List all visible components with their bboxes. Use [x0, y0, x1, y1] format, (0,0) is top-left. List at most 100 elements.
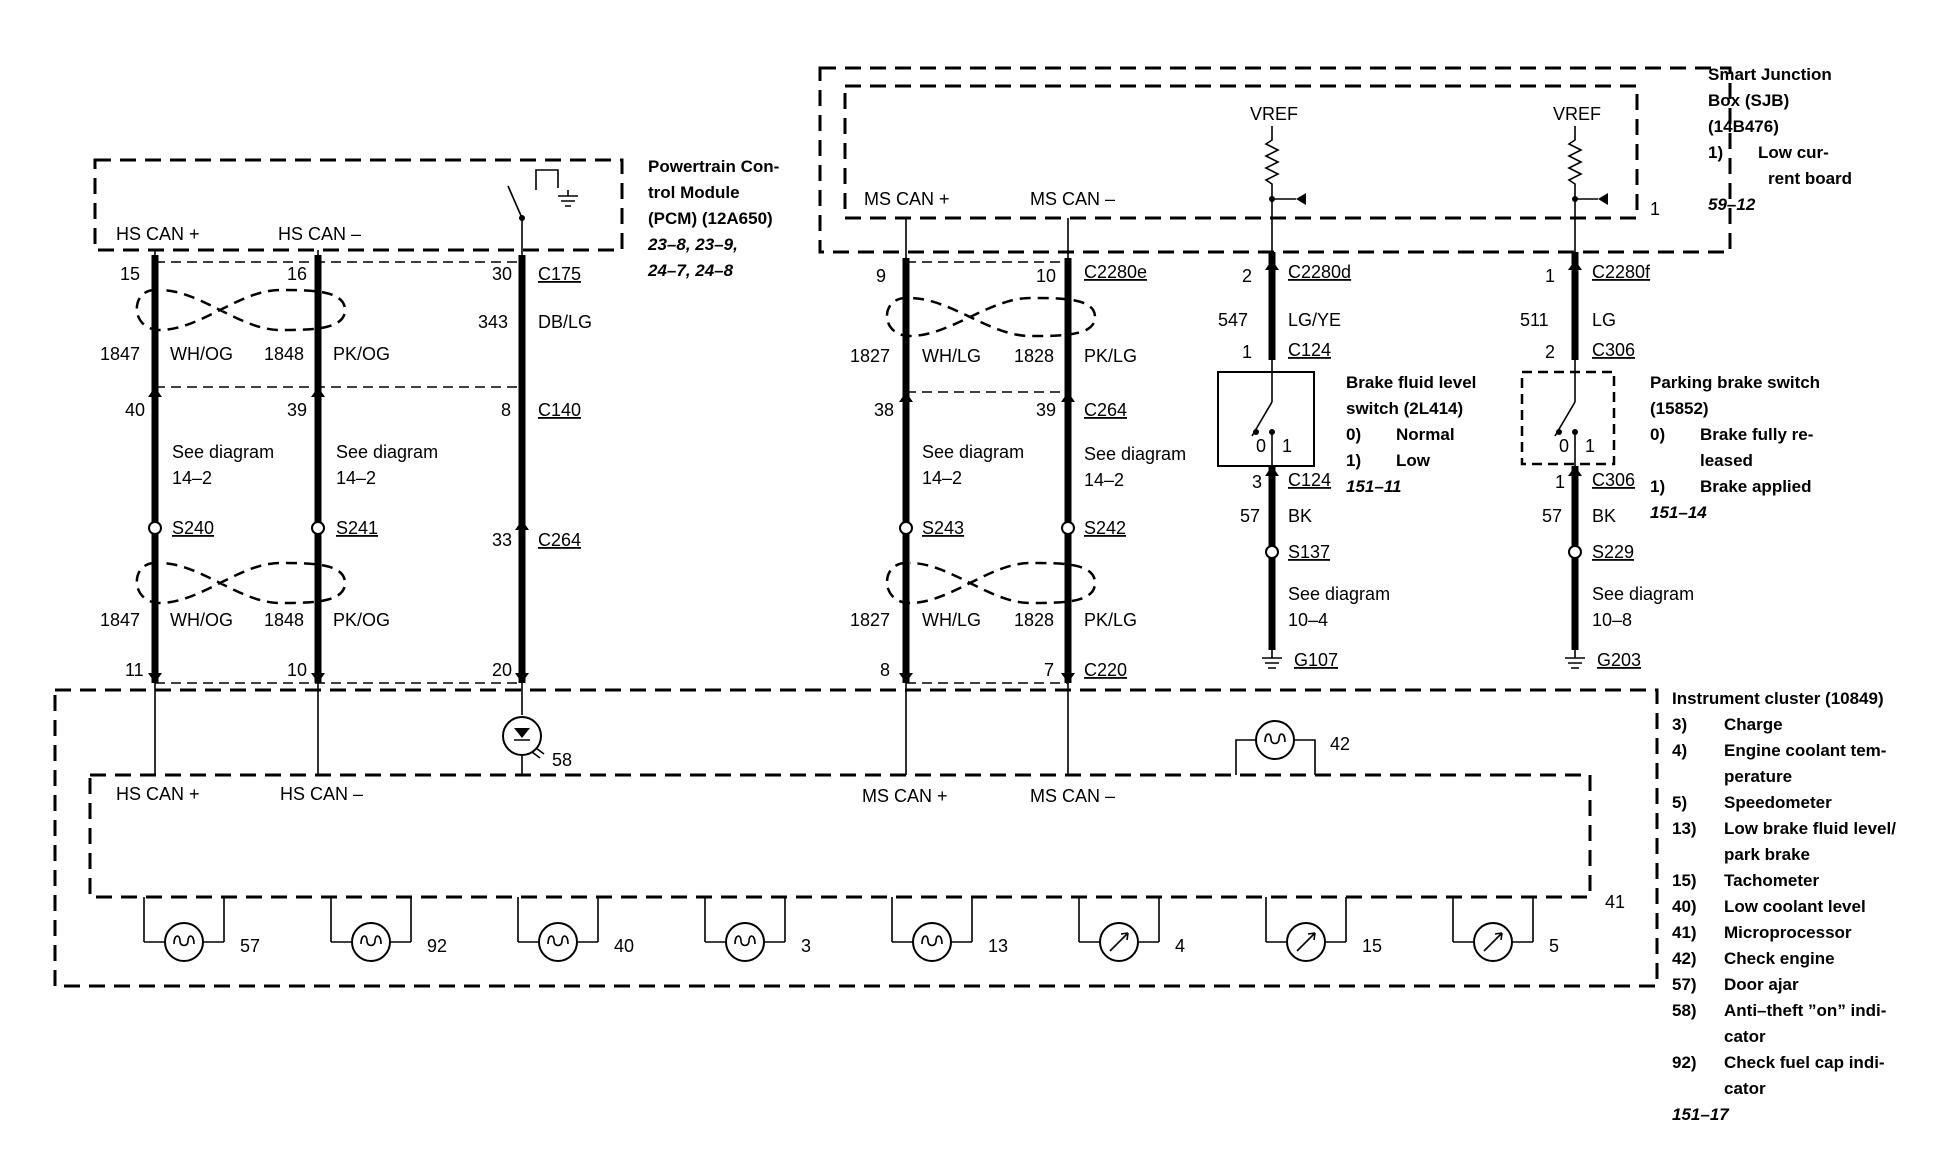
anti-theft-circuit: 30 C175 343 DB/LG 8 C140 33 C264 20 58 [478, 218, 592, 775]
legend-num: 41) [1672, 923, 1697, 942]
indicator-num: 92 [427, 936, 447, 956]
hs-see-diagram-plus-ref: 14–2 [172, 468, 212, 488]
hs-circuit-1848-lower: 1848 [264, 610, 304, 630]
legend-text: Engine coolant tem- [1724, 741, 1886, 760]
lamp-icon [538, 922, 578, 962]
hs-c140-terminal-icon [148, 387, 325, 397]
bf-contact-0 [1253, 429, 1259, 435]
sjb-title-1: Smart Junction [1708, 65, 1832, 84]
cluster-legend: Instrument cluster (10849) 3)Charge4)Eng… [1672, 689, 1896, 1124]
legend-text: cator [1724, 1079, 1766, 1098]
legend-text: Tachometer [1724, 871, 1819, 890]
cluster-microprocessor-num: 41 [1605, 892, 1625, 912]
bf-c2280d-terminal-icon [1265, 260, 1279, 270]
theft-pin-8: 8 [501, 400, 511, 420]
ms-color-pk-lg-lower: PK/LG [1084, 610, 1137, 630]
ms-splice-s243: S243 [922, 518, 964, 538]
ms-conn-c220: C220 [1084, 660, 1127, 680]
indicator-num: 3 [801, 936, 811, 956]
indicator-num: 13 [988, 936, 1008, 956]
vref-right-label: VREF [1553, 104, 1601, 124]
pb-conn-c2280f: C2280f [1592, 262, 1651, 282]
pb-circuit-57: 57 [1542, 506, 1562, 526]
cluster-outer-box [53, 688, 1659, 988]
ms-twisted-pair-lower [885, 561, 1097, 605]
pb-ref: 151–14 [1650, 503, 1707, 522]
pb-splice-s229: S229 [1592, 542, 1634, 562]
pcm-switch-ground-lead [535, 169, 559, 190]
sjb-item-num: 1) [1708, 143, 1723, 162]
bf-color-bk: BK [1288, 506, 1312, 526]
ms-can-stubs-top [905, 218, 1069, 258]
lamp-filament-icon [921, 935, 943, 947]
pb-pin-2: 2 [1545, 342, 1555, 362]
legend-num: 40) [1672, 897, 1697, 916]
ms-can-harness: 9 10 C2280e 1827 WH/LG 1828 PK/LG 38 39 … [850, 218, 1186, 775]
hs-splice-s240: S240 [172, 518, 214, 538]
hs-circuit-1848: 1848 [264, 344, 304, 364]
bf-switch-0: 0 [1256, 436, 1266, 456]
pcm-ref-2: 24–7, 24–8 [647, 261, 734, 280]
pb-switch-1: 1 [1585, 436, 1595, 456]
hs-circuit-1847: 1847 [100, 344, 140, 364]
ms-can-stubs-bottom [905, 683, 1069, 775]
pcm-hs-can-plus: HS CAN + [116, 224, 200, 244]
hs-pin-39: 39 [287, 400, 307, 420]
bf-conn-c124: C124 [1288, 470, 1331, 490]
theft-pin-33: 33 [492, 530, 512, 550]
lamp-filament-icon [360, 935, 382, 947]
pb-see-diagram-ref: 10–8 [1592, 610, 1632, 630]
indicator-num: 5 [1549, 936, 1559, 956]
bf-circuit-547: 547 [1218, 310, 1248, 330]
hs-see-diagram-minus: See diagram [336, 442, 438, 462]
hs-see-diagram-minus-ref: 14–2 [336, 468, 376, 488]
vref-left-arrow-icon [1296, 193, 1306, 205]
bf-ground-g107: G107 [1294, 650, 1338, 670]
pb-state-0-text-1: Brake fully re- [1700, 425, 1813, 444]
splice-s137 [1265, 545, 1279, 559]
theft-item-58: 58 [552, 750, 572, 770]
hs-circuit-1847-lower: 1847 [100, 610, 140, 630]
lamp-icon [912, 922, 952, 962]
bf-splice-s137: S137 [1288, 542, 1330, 562]
indicator-57: 57 [143, 897, 260, 962]
legend-num: 15) [1672, 871, 1697, 890]
pcm-title-3: (PCM) (12A650) [648, 209, 773, 228]
hs-color-wh-og: WH/OG [170, 344, 233, 364]
legend-text: Anti–theft ”on” indi- [1724, 1001, 1886, 1020]
hs-splice-s241: S241 [336, 518, 378, 538]
cluster-ms-can-minus: MS CAN – [1030, 786, 1115, 806]
ms-conn-c2280e: C2280e [1084, 262, 1147, 282]
pb-color-lg: LG [1592, 310, 1616, 330]
legend-text: Check fuel cap indi- [1724, 1053, 1885, 1072]
theft-color-db-lg: DB/LG [538, 312, 592, 332]
ms-see-diagram-plus: See diagram [922, 442, 1024, 462]
sjb-ms-can-plus: MS CAN + [864, 189, 950, 209]
hs-color-pk-og: PK/OG [333, 344, 390, 364]
splice-s240 [148, 521, 162, 535]
ms-pin-9: 9 [876, 266, 886, 286]
pcm-hs-can-minus: HS CAN – [278, 224, 361, 244]
led-rays-icon [514, 739, 545, 759]
ms-splice-s242: S242 [1084, 518, 1126, 538]
instrument-cluster: HS CAN + HS CAN – MS CAN + MS CAN – 41 4… [53, 688, 1896, 1124]
hs-pin-15: 15 [120, 264, 140, 284]
vref-left-resistor [1264, 126, 1280, 252]
indicator-40: 40 [517, 897, 634, 962]
bf-c124-terminal-icon [1265, 466, 1279, 476]
pcm-module: Powertrain Con- trol Module (PCM) (12A65… [93, 157, 779, 280]
ms-color-wh-lg: WH/LG [922, 346, 981, 366]
pb-pin-1: 1 [1545, 266, 1555, 286]
indicator-15: 15 [1265, 897, 1382, 962]
cluster-hs-can-minus: HS CAN – [280, 784, 363, 804]
splice-s242 [1061, 521, 1075, 535]
bf-color-lg-ye: LG/YE [1288, 310, 1341, 330]
cluster-ref: 151–17 [1672, 1105, 1730, 1124]
indicator-3: 3 [704, 897, 811, 962]
legend-num: 42) [1672, 949, 1697, 968]
legend-num: 4) [1672, 741, 1687, 760]
pb-color-bk: BK [1592, 506, 1616, 526]
hs-color-pk-og-lower: PK/OG [333, 610, 390, 630]
